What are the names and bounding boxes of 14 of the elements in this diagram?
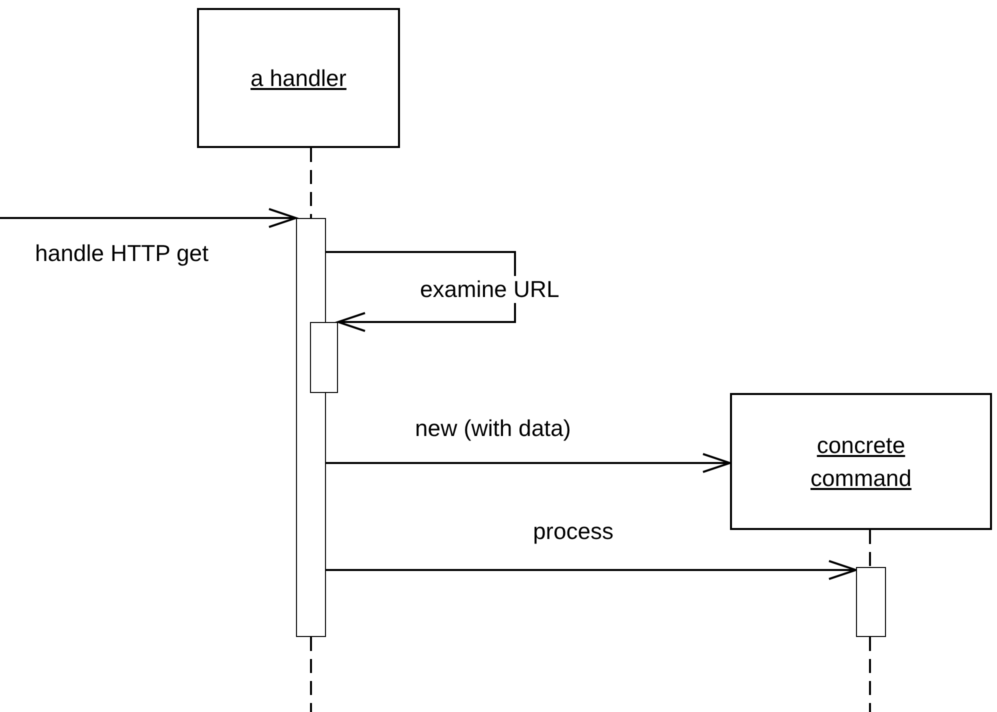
lifeline: [310, 148, 312, 218]
lifeline: [869, 530, 871, 567]
message-arrow: [326, 453, 731, 473]
object-box: [730, 393, 992, 530]
message-arrow: [326, 251, 516, 332]
object-name: a handler: [250, 64, 346, 93]
activation-bar: [296, 218, 326, 637]
message-arrow: [326, 560, 857, 580]
object-box: [197, 8, 400, 148]
activation-bar: [856, 567, 886, 637]
message-arrow: [0, 208, 297, 228]
activation-bar: [310, 322, 338, 393]
object-name: concrete command: [810, 431, 912, 492]
message-label: examine URL: [420, 276, 560, 303]
